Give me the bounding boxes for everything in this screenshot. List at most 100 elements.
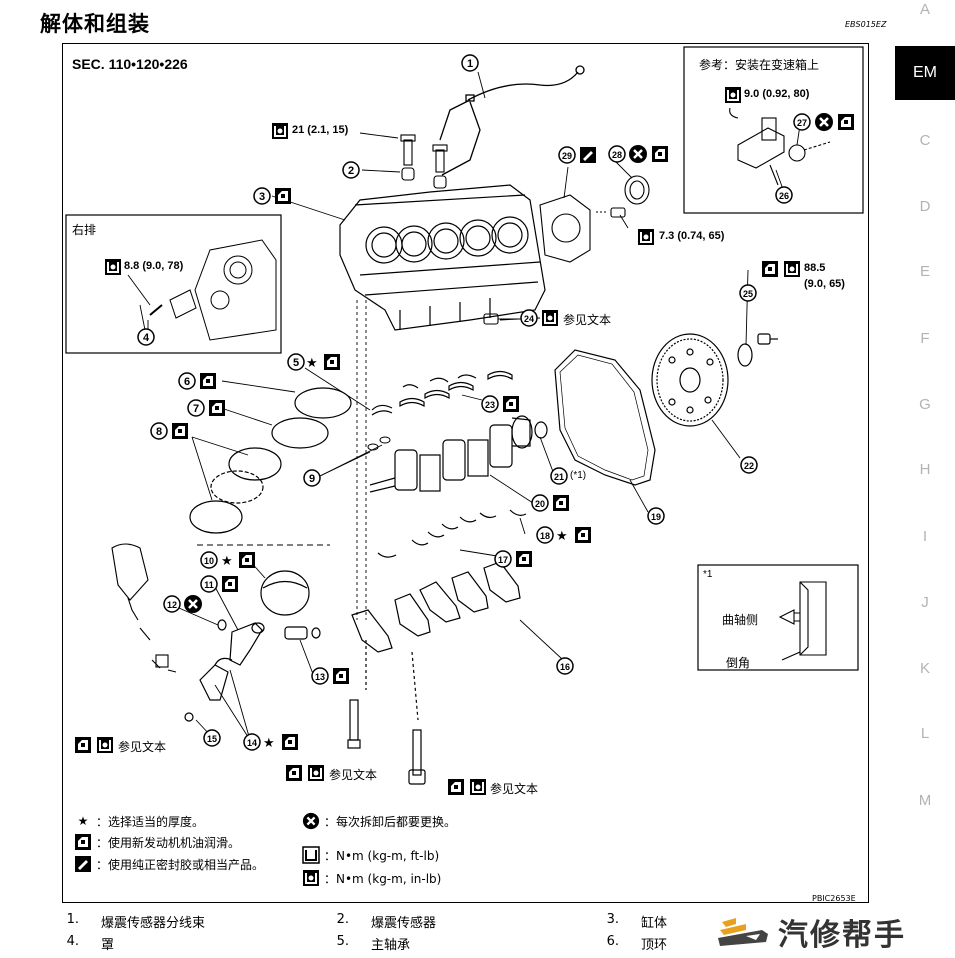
callout-24: 24 <box>520 309 538 327</box>
torque-inlb-icon <box>302 869 320 887</box>
torque-29: 7.3 (0.74, 65) <box>659 230 725 242</box>
list-item: 5.主轴承 <box>336 934 411 953</box>
replace-icon <box>302 812 320 830</box>
torque-ftlb-icon <box>302 846 320 864</box>
svg-text:★: ★ <box>263 736 275 751</box>
svg-text:22: 22 <box>744 461 754 471</box>
callout-27: 27 <box>793 113 811 131</box>
tab-d[interactable]: D <box>919 197 931 215</box>
legend-nm-inlb: ：N•m (kg-m, in-lb) <box>302 869 441 887</box>
torque-25-units: (9.0, 65) <box>804 278 845 290</box>
list-item: 1.爆震传感器分线束 <box>66 912 206 931</box>
svg-text:29: 29 <box>562 151 572 161</box>
callout-21: 21 <box>550 467 568 485</box>
callout-16: 16 <box>556 657 574 675</box>
tab-em[interactable]: EM <box>895 46 955 100</box>
callout-11: 11 <box>200 575 218 593</box>
callout-8: 8 <box>150 422 168 440</box>
callout-28: 28 <box>608 145 626 163</box>
legend-star: ★：选择适当的厚度。 <box>74 812 204 830</box>
tab-i[interactable]: I <box>922 527 928 545</box>
oil-can-icon <box>75 834 91 850</box>
inset-right-bank-title: 右排 <box>72 223 97 237</box>
page-title: 解体和组装 <box>40 12 150 36</box>
legend-sealant: ：使用纯正密封胶或相当产品。 <box>74 855 264 873</box>
inset-note-ref: *1 <box>703 569 713 580</box>
tab-g[interactable]: G <box>919 395 931 413</box>
watermark-logo-icon <box>718 918 768 946</box>
list-item: 4.罩 <box>66 934 115 953</box>
svg-text:★: ★ <box>221 554 233 569</box>
svg-text:21: 21 <box>554 472 564 482</box>
legend-oil: ：使用新发动机机油润滑。 <box>74 833 240 851</box>
callout-26: 26 <box>775 186 793 204</box>
list-item: 6.顶环 <box>606 934 668 953</box>
svg-text:14: 14 <box>247 738 257 748</box>
tab-f[interactable]: F <box>920 329 930 347</box>
diagram-frame <box>62 43 869 903</box>
svg-text:24: 24 <box>524 314 534 324</box>
tab-m[interactable]: M <box>918 791 932 809</box>
torque-2: 21 (2.1, 15) <box>292 124 349 136</box>
callout-6: 6 <box>178 372 196 390</box>
callout-18: 18 <box>536 526 554 544</box>
svg-text:3: 3 <box>259 191 265 203</box>
callout-13: 13 <box>311 667 329 685</box>
svg-text:25: 25 <box>743 289 753 299</box>
watermark: 汽修帮手 <box>716 910 906 954</box>
callout-19: 19 <box>647 507 665 525</box>
callout-7: 7 <box>187 399 205 417</box>
svg-text:11: 11 <box>204 580 214 590</box>
callout-15: 15 <box>203 729 221 747</box>
callout-20: 20 <box>531 494 549 512</box>
callout-25: 25 <box>739 284 757 302</box>
legend-nm-ftlb: ：N•m (kg-m, ft-lb) <box>302 846 439 864</box>
inset-reference-title: 参考：安装在变速箱上 <box>699 58 820 72</box>
note-21: (*1) <box>570 470 587 481</box>
tab-c[interactable]: C <box>919 131 931 149</box>
callout-9: 9 <box>303 469 321 487</box>
svg-text:18: 18 <box>540 531 550 541</box>
tab-k[interactable]: K <box>919 659 930 677</box>
chamfer-label: 倒角 <box>726 656 751 670</box>
list-item: 2.爆震传感器 <box>336 912 437 931</box>
svg-text:2: 2 <box>348 165 354 177</box>
callout-29: 29 <box>558 146 576 164</box>
svg-text:20: 20 <box>535 499 545 509</box>
see-text-long-bolt: 参见文本 <box>490 782 539 796</box>
svg-text:26: 26 <box>779 191 789 201</box>
torque-25-value: 88.5 <box>804 262 826 274</box>
svg-text:17: 17 <box>498 555 508 565</box>
figure-code: PBIC2653E <box>812 894 856 903</box>
callout-17: 17 <box>494 550 512 568</box>
see-text-main-bolt: 参见文本 <box>329 768 378 782</box>
watermark-text: 汽修帮手 <box>778 918 906 953</box>
callout-10: 10 <box>200 551 218 569</box>
svg-text:9: 9 <box>309 473 315 485</box>
callout-12: 12 <box>163 595 181 613</box>
svg-text:10: 10 <box>204 556 214 566</box>
svg-text:7: 7 <box>193 403 199 415</box>
svg-text:4: 4 <box>143 332 150 344</box>
tab-h[interactable]: H <box>919 460 931 478</box>
callout-22: 22 <box>740 456 758 474</box>
callout-5: 5 <box>287 353 305 371</box>
tab-e[interactable]: E <box>919 262 930 280</box>
svg-text:8: 8 <box>156 426 162 438</box>
tab-a[interactable]: A <box>919 0 930 18</box>
svg-text:★: ★ <box>556 529 568 544</box>
sealant-icon <box>75 856 91 872</box>
tab-l[interactable]: L <box>920 724 930 742</box>
tab-j[interactable]: J <box>921 593 929 611</box>
torque-4: 8.8 (9.0, 78) <box>124 260 184 272</box>
svg-text:15: 15 <box>207 734 217 744</box>
list-item: 3.缸体 <box>606 912 668 931</box>
see-text-14: 参见文本 <box>118 740 167 754</box>
svg-text:5: 5 <box>293 357 299 369</box>
callout-1: 1 <box>461 54 479 72</box>
svg-text:16: 16 <box>560 662 570 672</box>
callout-3: 3 <box>253 187 271 205</box>
svg-text:23: 23 <box>485 400 495 410</box>
section-tabs: A EM C D E F G H I J K L M <box>895 0 955 958</box>
callout-23: 23 <box>481 395 499 413</box>
